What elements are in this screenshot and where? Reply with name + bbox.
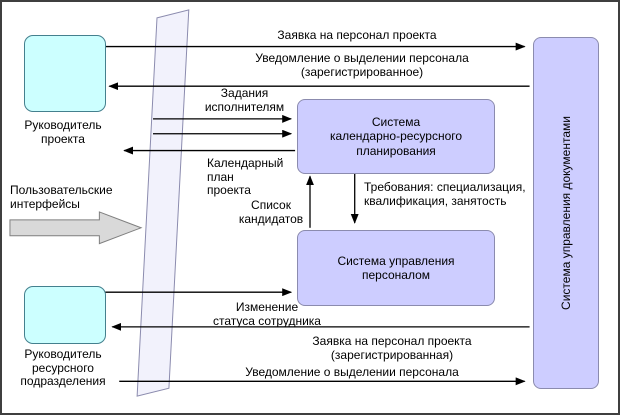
flow-label-candidate-list: Список кандидатов bbox=[238, 198, 304, 226]
flow-label-tasks-to-executors: Задания исполнителям bbox=[204, 86, 285, 114]
flow-label-employee-status-change: Изменение статуса сотрудника bbox=[213, 300, 321, 328]
flow-label-allocation-notice-registered: Уведомление о выделении персонала (зарег… bbox=[255, 51, 469, 79]
resource-manager-label: Руководитель ресурсного подразделения bbox=[20, 347, 106, 389]
interface-plane bbox=[136, 9, 190, 397]
flow-label-calendar-plan: Календарный план проекта bbox=[207, 156, 284, 198]
document-system-box: Система управления документами bbox=[533, 37, 599, 389]
user-interfaces-arrow bbox=[9, 211, 143, 245]
project-manager-label: Руководитель проекта bbox=[24, 118, 102, 146]
planning-system-label: Система календарно-ресурсного планирован… bbox=[329, 115, 463, 158]
flow-label-staff-request: Заявка на персонал проекта bbox=[277, 28, 437, 42]
flow-label-staff-request-registered: Заявка на персонал проекта (зарегистриро… bbox=[312, 334, 472, 362]
flow-label-allocation-notice: Уведомление о выделении персонала bbox=[245, 365, 459, 379]
hr-system-label: Система управления персоналом bbox=[337, 253, 455, 282]
project-manager-box bbox=[24, 35, 106, 112]
document-system-label: Система управления документами bbox=[558, 116, 573, 310]
planning-system-box: Система календарно-ресурсного планирован… bbox=[297, 99, 495, 174]
user-interfaces-label: Пользовательские интерфейсы bbox=[10, 183, 113, 211]
hr-system-box: Система управления персоналом bbox=[297, 230, 495, 306]
flow-label-requirements: Требования: специализация, квалификация,… bbox=[364, 180, 526, 208]
resource-manager-box bbox=[24, 286, 106, 344]
